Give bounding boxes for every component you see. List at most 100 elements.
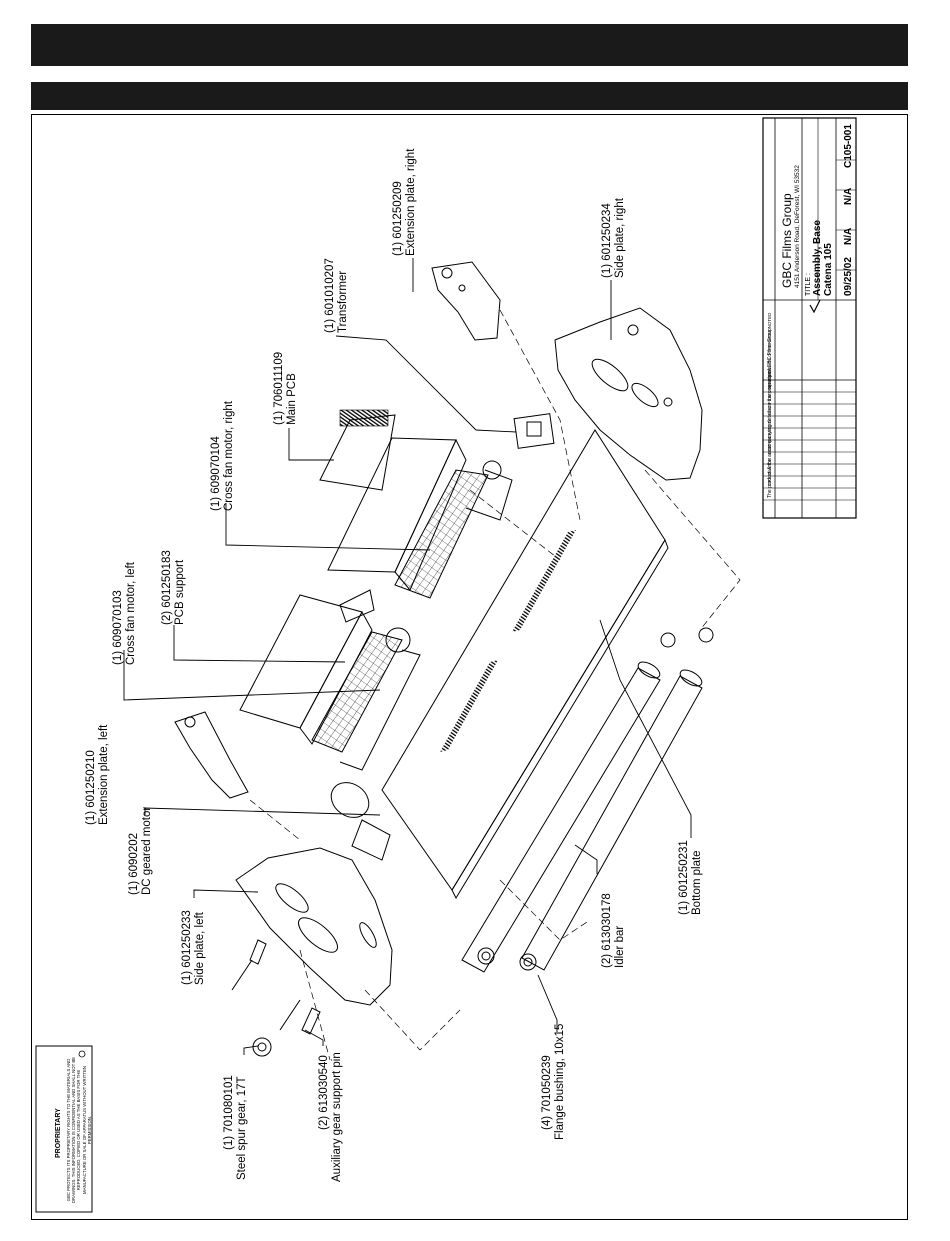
transformer [513, 413, 555, 449]
dc-geared-motor [330, 782, 370, 818]
idler-bar-right [521, 675, 703, 971]
proprietary-notice-small: The product & the accompanying detail ar… [767, 328, 773, 498]
flange-bushing [660, 632, 676, 648]
callout-motor-part: (1) 6090202 [128, 833, 140, 895]
aux-gear-pin [301, 1007, 321, 1035]
callout-motor-name: DC geared motor [141, 807, 153, 895]
callout-ext-left-name: Extension plate, left [98, 724, 110, 825]
hole-icon [458, 284, 466, 292]
callout-side-left-name: Side plate, left [194, 911, 206, 985]
flange-bushing [519, 953, 537, 971]
callout-fan-left-name: Cross fan motor, left [125, 561, 137, 665]
hole-icon [441, 267, 453, 279]
idler-end-icon [679, 669, 703, 687]
flange-bushing-bore [523, 957, 533, 967]
motor-gearbox [351, 819, 391, 861]
pcb-connector [339, 409, 389, 427]
slot-icon [591, 358, 629, 392]
aux-gear-pin [249, 939, 267, 965]
bottom-plate-edge [451, 538, 669, 900]
header-bar [31, 24, 908, 66]
drawn-by-value: N/A [843, 228, 854, 245]
slot-icon [359, 922, 377, 948]
callout-side-right-part: (1) 601250234 [601, 203, 613, 278]
transformer-core [526, 421, 542, 437]
bottom-plate [381, 429, 666, 891]
callout-bottom-plate-part: (1) 601250231 [678, 840, 690, 915]
originator: ORIGINATOR : BBP [767, 445, 772, 486]
scale-value: N/A [843, 188, 854, 205]
fan-housing-right [465, 469, 513, 521]
comb-strip-right [512, 530, 576, 632]
tolerance-note: UNLESS OTHERWISE NOTED [767, 312, 772, 376]
date-value: 09/25/02 [843, 257, 854, 296]
leader-lines [123, 258, 692, 1055]
idler-bar-left [461, 667, 661, 973]
flange-bushing-bore [481, 951, 491, 961]
pcb-support-bracket [339, 589, 375, 623]
spur-gear-bore [257, 1042, 267, 1052]
callout-idler-part: (2) 613030178 [601, 893, 613, 968]
revision-label: REVISION [767, 367, 772, 389]
callout-bushing-name: Flange bushing, 10x15 [554, 1024, 566, 1140]
callout-idler-name: Idler bar [614, 926, 626, 968]
hole-icon [663, 397, 673, 407]
callout-side-left-part: (1) 601250233 [181, 910, 193, 985]
callout-transformer-name: Transformer [337, 271, 349, 333]
proprietary-box: PROPRIETARY GBC PROTECTS ITS PROPRIETARY… [35, 1045, 93, 1213]
title-block: The product & the accompanying detail ar… [762, 117, 857, 519]
callout-aux-pin-part: (2) 613030540 [318, 1055, 330, 1130]
extension-plate-left [174, 711, 249, 799]
company-address: 4151 Anderson Road, DeForest, WI 53532 [794, 165, 801, 288]
fan-cover-left-side [299, 610, 373, 745]
title-line1: Assembly, Base [812, 220, 823, 296]
screw [279, 999, 301, 1031]
slot-icon [275, 883, 309, 913]
assembly-lines [249, 309, 741, 1061]
callout-fan-right-part: (1) 609070104 [210, 436, 222, 511]
fan-motor-left [385, 627, 411, 653]
callout-aux-pin-name: Auxiliary gear support pin [331, 1052, 343, 1182]
callout-gear-part: (1) 701080101 [223, 1075, 235, 1150]
callout-fan-left-part: (1) 609070103 [112, 590, 124, 665]
callout-ext-left-part: (1) 601250210 [85, 750, 97, 825]
callout-pcb-name: Main PCB [286, 373, 298, 425]
main-pcb [319, 414, 396, 491]
callout-pcb-support-name: PCB support [174, 559, 186, 625]
spur-gear [252, 1037, 272, 1057]
title-label: TITLE : [805, 273, 812, 296]
circle-icon [78, 1050, 86, 1058]
dwg-number: C105-001 [843, 124, 854, 168]
callout-bushing-part: (4) 701050239 [541, 1055, 553, 1130]
callout-pcb-part: (1) 706011109 [273, 352, 285, 425]
slot-icon [298, 917, 338, 953]
callout-side-right-name: Side plate, right [614, 197, 626, 278]
callouts: (1) 601010207 Transformer (1) 601250209 … [85, 148, 703, 1182]
flange-bushing [477, 947, 495, 965]
callout-ext-right-part: (1) 601250209 [392, 181, 404, 256]
callout-transformer-part: (1) 601010207 [324, 258, 336, 333]
company-name: GBC Films Group [780, 193, 794, 288]
drawing-frame [31, 114, 908, 1220]
cross-fan-right [394, 469, 489, 599]
extension-plate-right [431, 261, 501, 341]
proprietary-heading: PROPRIETARY [55, 1108, 62, 1158]
subheader-bar [31, 82, 908, 110]
hole-icon [184, 716, 196, 728]
callout-pcb-support-part: (2) 601250183 [161, 550, 173, 625]
callout-gear-name: Steel spur gear, 17T [236, 1076, 248, 1180]
idler-end-icon [637, 661, 661, 679]
callout-ext-right-name: Extension plate, right [405, 148, 417, 256]
title-line2: Catena 105 [823, 243, 834, 296]
screw [231, 959, 253, 991]
hole-icon [627, 324, 639, 336]
callout-fan-right-name: Cross fan motor, right [223, 400, 235, 511]
checked-by: CHECKED BY : GBC FILMS GROUP [767, 373, 772, 448]
callout-bottom-plate-name: Bottom plate [691, 850, 703, 915]
fan-housing-left [339, 649, 421, 771]
flange-bushing [698, 627, 714, 643]
proprietary-body: GBC PROTECTS ITS PROPRIETARY RIGHTS TO T… [66, 1056, 92, 1204]
cross-fan-left [311, 631, 403, 753]
side-plate-right [554, 307, 703, 481]
